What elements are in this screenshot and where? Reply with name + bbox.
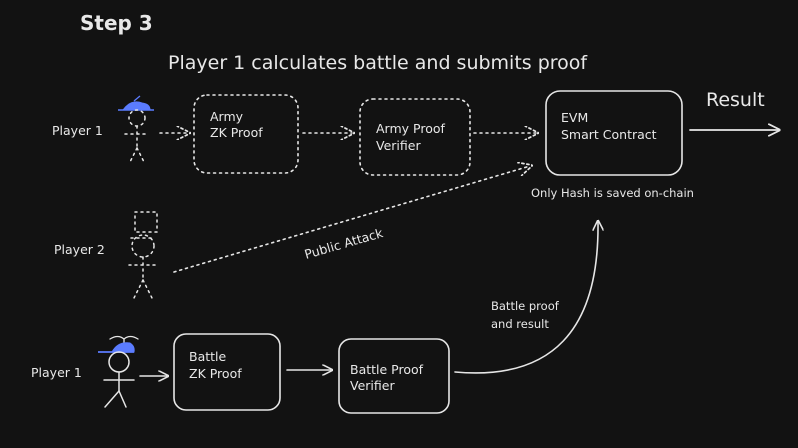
- result-label: Result: [706, 89, 765, 111]
- battle-proof-verifier-box: Battle Proof Verifier: [338, 338, 450, 414]
- evm-smart-contract-box: EVM Smart Contract: [545, 90, 683, 176]
- battle-proof-result-line2: and result: [491, 317, 549, 331]
- bottom-player1-figure-icon: [98, 335, 139, 408]
- top-player1-figure-icon: [118, 95, 154, 165]
- evm-line1: EVM: [561, 110, 588, 125]
- army-proof-verifier-line2: Verifier: [376, 138, 421, 153]
- battle-proof-verifier-line2: Verifier: [350, 378, 395, 393]
- step-heading: Step 3: [80, 11, 153, 35]
- army-zk-proof-line1: Army: [210, 109, 244, 124]
- battle-zk-proof-line1: Battle: [189, 349, 227, 364]
- top-player1-label: Player 1: [52, 123, 103, 138]
- arrow-verifier-to-evm-curved: [454, 222, 598, 374]
- only-hash-label: Only Hash is saved on-chain: [531, 186, 694, 200]
- battle-proof-verifier-line1: Battle Proof: [350, 362, 424, 377]
- player2-figure-icon: [128, 211, 158, 299]
- battle-proof-result-line1: Battle proof: [491, 299, 560, 313]
- battle-zk-proof-box: Battle ZK Proof: [173, 333, 281, 411]
- bottom-player1-label: Player 1: [31, 365, 82, 380]
- army-zk-proof-box: Army ZK Proof: [193, 94, 299, 174]
- public-attack-label: Public Attack: [303, 225, 386, 262]
- player2-label: Player 2: [54, 242, 105, 257]
- arrow-public-attack: [173, 166, 530, 273]
- evm-line2: Smart Contract: [561, 127, 657, 142]
- battle-zk-proof-line2: ZK Proof: [189, 366, 242, 381]
- army-proof-verifier-line1: Army Proof: [376, 121, 445, 136]
- army-proof-verifier-box: Army Proof Verifier: [359, 98, 471, 176]
- army-zk-proof-line2: ZK Proof: [210, 125, 263, 140]
- diagram-title: Player 1 calculates battle and submits p…: [168, 52, 588, 74]
